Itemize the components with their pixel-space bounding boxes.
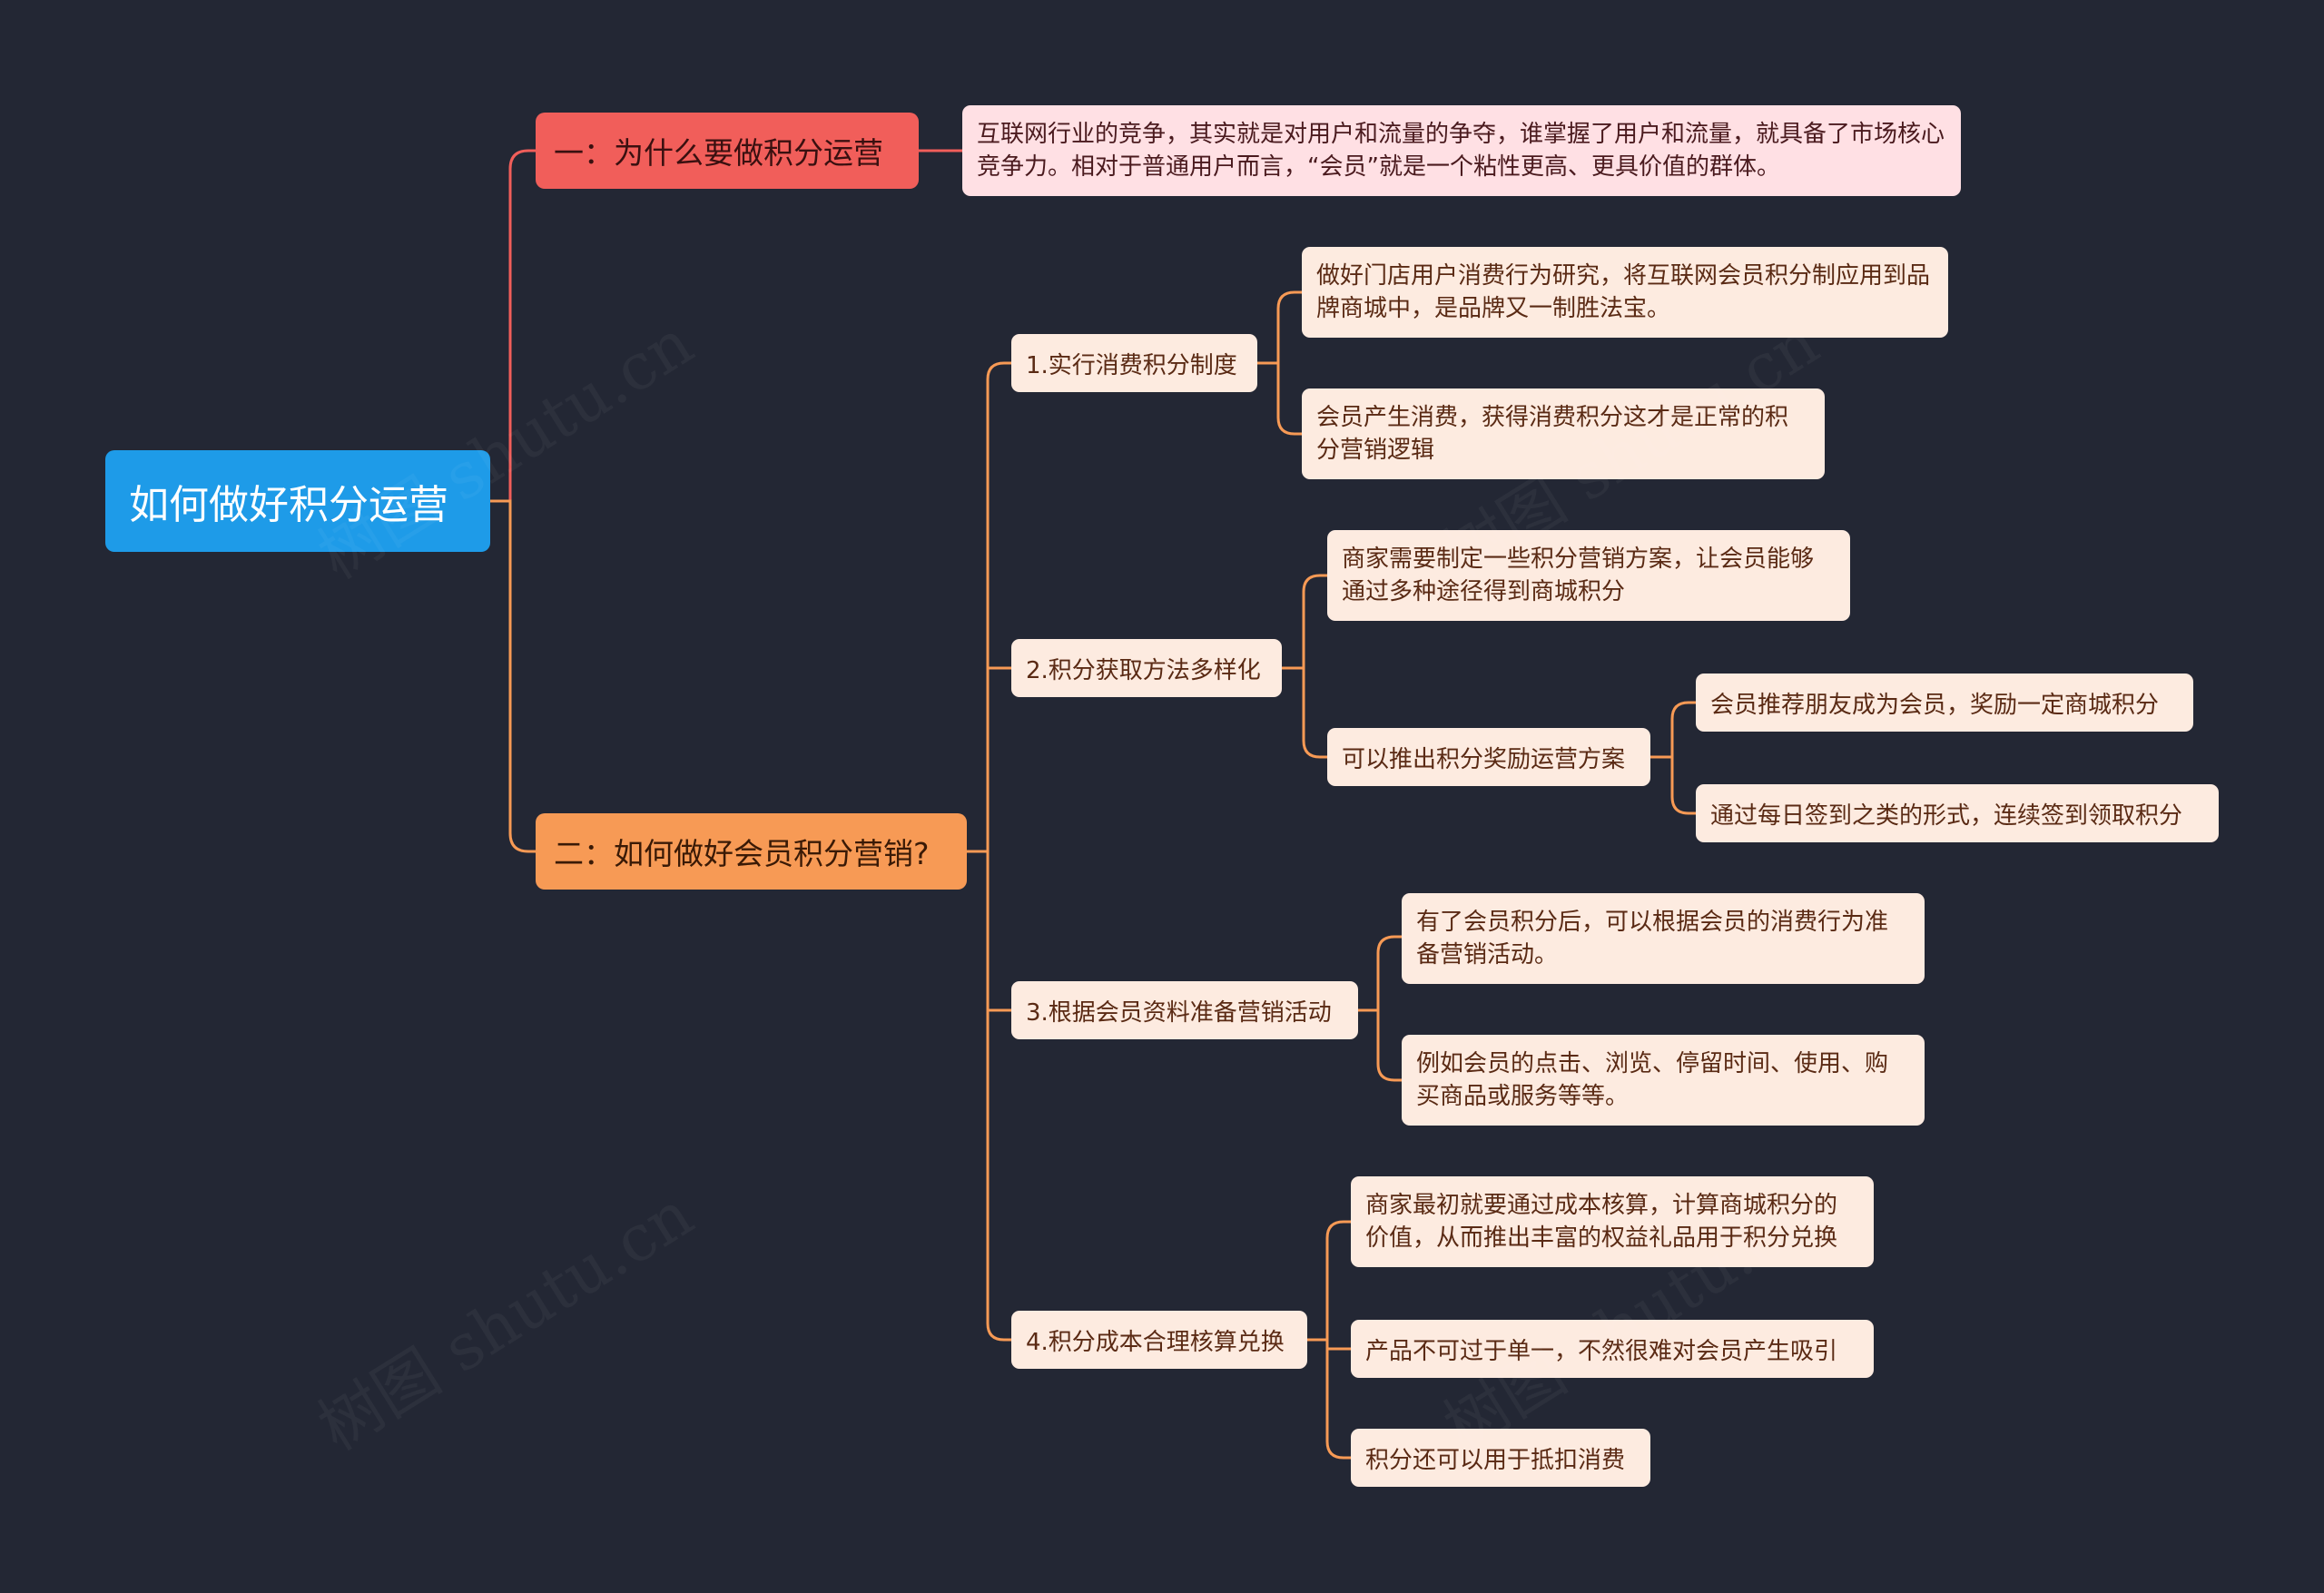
- item3-topic[interactable]: 3.根据会员资料准备营销活动: [1011, 981, 1358, 1039]
- link-item2-grandchildren: [1650, 701, 1696, 815]
- item2-child-1[interactable]: 商家需要制定一些积分营销方案，让会员能够通过多种途径得到商城积分: [1327, 530, 1850, 621]
- item4-child-1[interactable]: 商家最初就要通过成本核算，计算商城积分的价值，从而推出丰富的权益礼品用于积分兑换: [1351, 1176, 1874, 1267]
- item3-child-1[interactable]: 有了会员积分后，可以根据会员的消费行为准备营销活动。: [1402, 893, 1925, 984]
- link-item2-children: [1282, 574, 1327, 759]
- item4-child-3[interactable]: 积分还可以用于抵扣消费: [1351, 1429, 1650, 1487]
- item2-grandchild-1[interactable]: 会员推荐朋友成为会员，奖励一定商城积分: [1696, 674, 2193, 732]
- link-item3-children: [1358, 935, 1402, 1082]
- link-item1-children: [1257, 290, 1302, 436]
- item4-topic[interactable]: 4.积分成本合理核算兑换: [1011, 1311, 1307, 1369]
- root-topic[interactable]: 如何做好积分运营: [105, 450, 490, 552]
- item1-topic[interactable]: 1.实行消费积分制度: [1011, 334, 1257, 392]
- link-item4-children: [1307, 1220, 1351, 1460]
- branch1-detail[interactable]: 互联网行业的竞争，其实就是对用户和流量的争夺，谁掌握了用户和流量，就具备了市场核…: [962, 105, 1961, 196]
- item1-child-1[interactable]: 做好门店用户消费行为研究，将互联网会员积分制应用到品牌商城中，是品牌又一制胜法宝…: [1302, 247, 1948, 338]
- link-branch2-spine: [986, 361, 1011, 1342]
- item1-child-2[interactable]: 会员产生消费，获得消费积分这才是正常的积分营销逻辑: [1302, 388, 1825, 479]
- item2-grandchild-2[interactable]: 通过每日签到之类的形式，连续签到领取积分: [1696, 784, 2219, 842]
- link-root-branch2: [490, 499, 536, 853]
- branch1-topic[interactable]: 一：为什么要做积分运营: [536, 113, 919, 189]
- item4-child-2[interactable]: 产品不可过于单一，不然很难对会员产生吸引: [1351, 1320, 1874, 1378]
- item3-child-2[interactable]: 例如会员的点击、浏览、停留时间、使用、购买商品或服务等等。: [1402, 1035, 1925, 1126]
- item2-child-2[interactable]: 可以推出积分奖励运营方案: [1327, 728, 1650, 786]
- item2-topic[interactable]: 2.积分获取方法多样化: [1011, 639, 1282, 697]
- link-root-branch1: [490, 149, 536, 503]
- branch2-topic[interactable]: 二：如何做好会员积分营销?: [536, 813, 967, 890]
